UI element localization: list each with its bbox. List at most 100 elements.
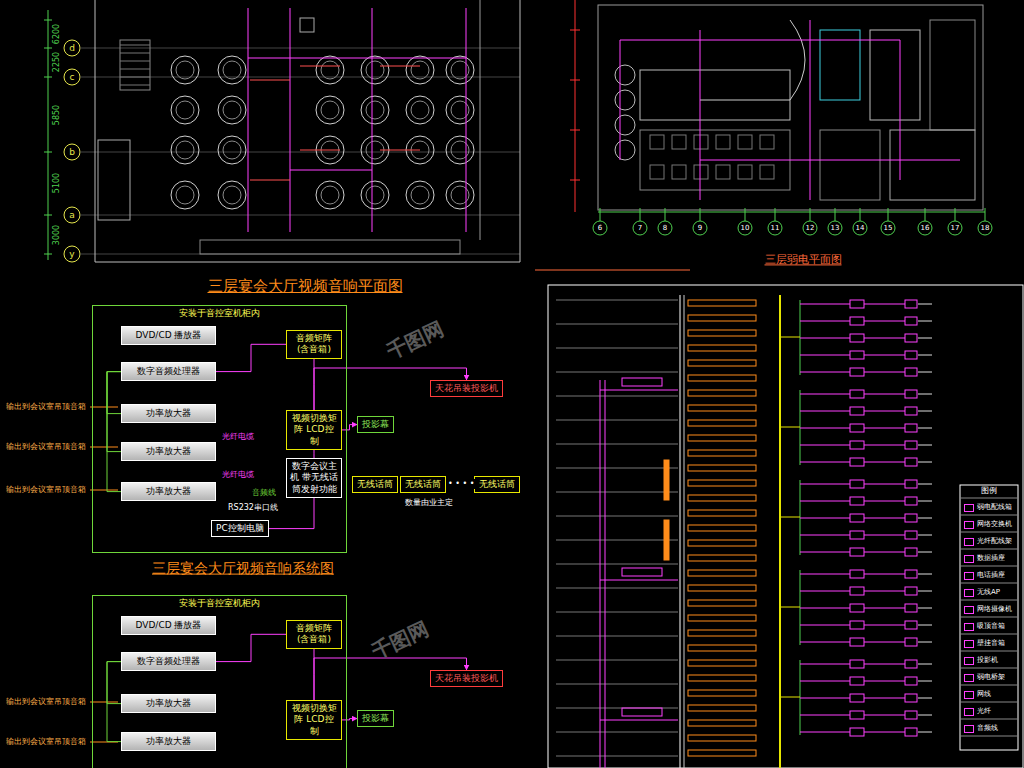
seat — [650, 165, 664, 179]
feeder — [800, 428, 850, 429]
floor-line — [556, 300, 678, 301]
feeder — [918, 321, 932, 322]
node-text: 安装于音控室机柜内 — [93, 598, 346, 609]
feeder — [864, 518, 905, 519]
table-top — [366, 101, 384, 119]
axis-tick — [600, 208, 601, 221]
outlet-symbol — [850, 694, 864, 702]
legend-symbol — [964, 657, 974, 665]
outlet-symbol — [850, 317, 864, 325]
stair-step — [120, 45, 150, 46]
column — [300, 18, 314, 32]
axis-bubble — [881, 221, 895, 235]
feeder — [918, 372, 932, 373]
table-top — [176, 141, 194, 159]
drawing-title: 三层弱电平面图 — [765, 253, 842, 266]
table-top — [223, 61, 241, 79]
curved-wall — [700, 20, 805, 100]
round-table — [406, 181, 434, 209]
connector — [216, 344, 286, 371]
feeder — [864, 338, 905, 339]
round-table — [406, 96, 434, 124]
axis-bubble — [64, 69, 80, 85]
legend-text: 网络摄像机 — [977, 605, 1012, 613]
outlet-symbol — [905, 694, 917, 702]
stage-platform — [98, 140, 130, 220]
feeder — [800, 574, 850, 575]
annotation: 7 — [638, 224, 642, 232]
annotation: 音频线 — [252, 488, 276, 498]
round-table — [218, 96, 246, 124]
outlet-symbol — [850, 300, 864, 308]
table-top — [411, 61, 429, 79]
node-text: 音频矩阵(含音箱) — [290, 333, 338, 356]
feeder — [864, 732, 905, 733]
feeder — [918, 462, 932, 463]
annotation: 5850 — [52, 105, 62, 125]
node-text: 视频切换矩阵 LCD控制 — [290, 413, 338, 447]
stair-step — [120, 77, 150, 78]
axis-tick — [985, 208, 986, 221]
round-table — [316, 56, 344, 84]
feeder — [800, 552, 850, 553]
legend-symbol — [964, 674, 974, 682]
panel-bar — [688, 660, 756, 666]
outlet-symbol — [850, 497, 864, 505]
cable-route — [248, 8, 249, 232]
seat — [716, 165, 730, 179]
axis-tick — [640, 208, 641, 221]
seat — [738, 165, 752, 179]
table-top — [223, 186, 241, 204]
feeder — [864, 445, 905, 446]
feeder — [864, 462, 905, 463]
dimension-tick — [44, 152, 52, 153]
grid-line — [80, 215, 520, 216]
note-line — [250, 80, 290, 81]
table-top — [223, 141, 241, 159]
cable-route — [290, 170, 372, 171]
seat — [738, 135, 752, 149]
feeder — [864, 591, 905, 592]
legend-symbol — [964, 589, 974, 597]
legend-symbol — [964, 521, 974, 529]
axis-tick — [860, 208, 861, 221]
floor-line — [556, 372, 678, 373]
round-table — [171, 96, 199, 124]
panel-bar — [688, 435, 756, 441]
riser-branch — [600, 720, 678, 721]
feeder — [918, 715, 932, 716]
outlet-symbol — [905, 604, 917, 612]
axis-bubble — [803, 221, 817, 235]
feeder — [800, 445, 850, 446]
wireless-mic-box: 无线话筒 — [352, 476, 398, 493]
feeder — [800, 338, 850, 339]
annotation: 2250 — [52, 52, 62, 72]
rack-device: 功率放大器 — [121, 694, 216, 713]
round-table — [171, 181, 199, 209]
node-text: 功率放大器 — [126, 446, 211, 457]
node-text: 功率放大器 — [126, 408, 211, 419]
feeder — [800, 372, 850, 373]
axis-tick — [810, 208, 811, 221]
equipment-cabinet: 安装于音控室机柜内DVD/CD 播放器数字音频处理器功率放大器功率放大器功率放大… — [92, 305, 347, 553]
node-text: 无线话筒 — [357, 479, 393, 490]
outlet-symbol — [850, 407, 864, 415]
legend-text: 壁挂音箱 — [977, 639, 1005, 647]
panel-bar — [688, 630, 756, 636]
axis-bubble — [768, 221, 782, 235]
axis-tick — [570, 130, 580, 131]
outlet-symbol — [850, 660, 864, 668]
annotation: 输出到会议室吊顶音箱 — [6, 402, 86, 412]
outlet-symbol — [905, 728, 917, 736]
annotation: 3000 — [52, 225, 62, 245]
feeder — [800, 535, 850, 536]
riser-frame — [548, 285, 1023, 768]
node-text: 安装于音控室机柜内 — [93, 308, 346, 319]
connector — [342, 719, 357, 720]
feeder — [918, 591, 932, 592]
feeder — [800, 501, 850, 502]
node-text: DVD/CD 播放器 — [126, 330, 211, 341]
riser-trunk — [680, 295, 681, 768]
legend-row-line — [960, 668, 1018, 669]
